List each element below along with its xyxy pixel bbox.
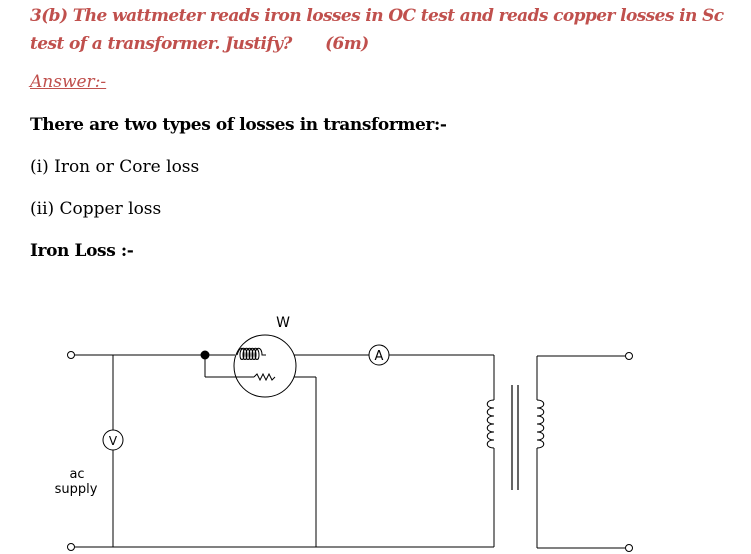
- question-line-1: 3(b) The wattmeter reads iron losses in …: [30, 6, 724, 26]
- output-terminal-top: [625, 352, 633, 360]
- supply-label-supply: supply: [55, 482, 98, 497]
- ammeter-label: A: [375, 349, 384, 364]
- transformer-secondary-winding: [536, 399, 545, 449]
- input-terminal-top: [67, 351, 75, 359]
- loss-type-iron: (i) Iron or Core loss: [30, 157, 200, 177]
- question-marks: (6m): [325, 34, 369, 54]
- loss-type-copper: (ii) Copper loss: [30, 199, 162, 219]
- wattmeter-voltage-coil: [253, 372, 276, 382]
- intro-heading: There are two types of losses in transfo…: [30, 115, 447, 135]
- wattmeter: [233, 334, 297, 398]
- oc-test-circuit-diagram: W A V ac supply: [55, 315, 633, 552]
- iron-loss-heading: Iron Loss :-: [30, 241, 134, 261]
- voltmeter: [102, 429, 124, 451]
- supply-label-ac: ac: [69, 467, 84, 482]
- transformer-primary-winding: [486, 399, 495, 449]
- question-line-2: test of a transformer. Justify? (6m): [30, 34, 369, 54]
- ammeter: [368, 344, 390, 366]
- question-text: test of a transformer. Justify?: [30, 34, 292, 54]
- voltmeter-label: V: [109, 434, 118, 448]
- wattmeter-label: W: [276, 315, 290, 331]
- input-terminal-bottom: [67, 543, 75, 551]
- wattmeter-current-coil: [236, 347, 266, 360]
- output-terminal-bottom: [625, 544, 633, 552]
- answer-label: Answer:-: [30, 72, 107, 92]
